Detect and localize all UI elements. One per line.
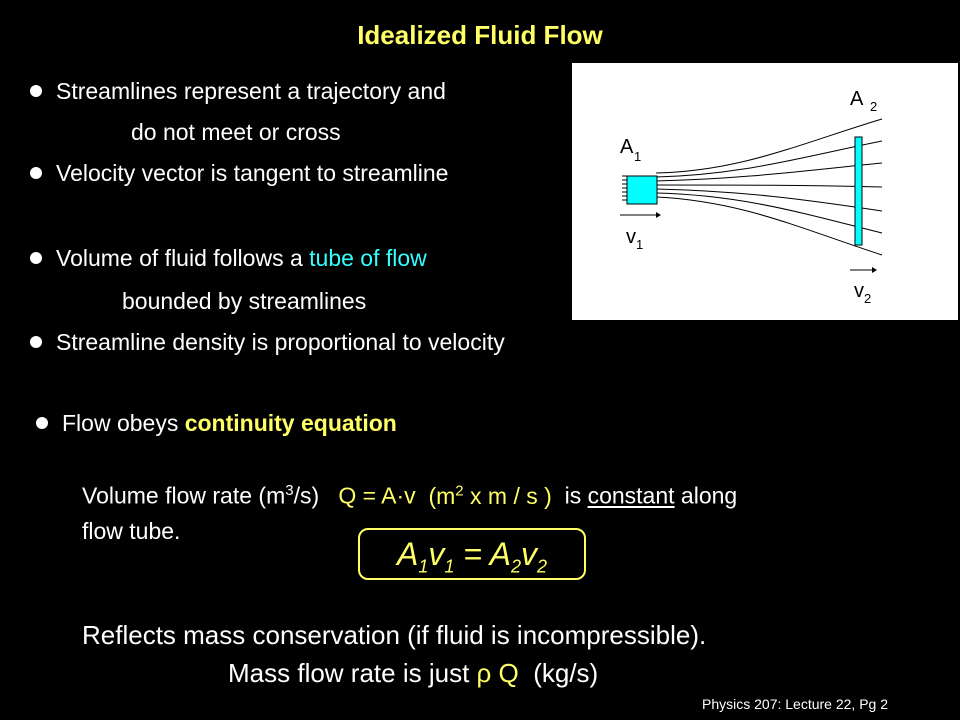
label-v1-sub: 1 [636, 237, 643, 252]
label-v2-sub: 2 [864, 291, 871, 306]
mass-flow-pre: Mass flow rate is just [228, 658, 477, 688]
bullet-volume: Volume of fluid follows a tube of flow [30, 245, 427, 272]
flow-rate-units: (m2 x m / s ) [428, 482, 552, 509]
area-a1 [626, 175, 658, 205]
bullet-dot [30, 84, 42, 97]
constant-underlined: constant [587, 482, 675, 509]
label-a1-sub: 1 [634, 149, 641, 164]
tail-post: along [674, 482, 738, 509]
bullet-dot [30, 251, 42, 264]
mass-conservation-line: Reflects mass conservation (if fluid is … [82, 620, 707, 650]
flow-rate-label: Volume flow rate (m [82, 482, 286, 509]
flow-rate-line: Volume flow rate (m3/s) Q = A·v (m2 x m … [82, 482, 737, 510]
label-a2-letter: A [850, 88, 864, 110]
eq-a2: A [489, 536, 511, 572]
bullet-text: Volume of fluid follows a [56, 245, 310, 271]
eq-s2: 1 [444, 556, 455, 577]
eq-v2: v [521, 536, 537, 572]
flow-tube-figure: A 1 A 2 v 1 v 2 [572, 63, 958, 320]
continuity-highlight: continuity equation [184, 410, 397, 436]
page-title: Idealized Fluid Flow [357, 20, 603, 50]
footer-page-label: Physics 207: Lecture 22, Pg 2 [702, 696, 888, 712]
area-a2 [854, 136, 863, 246]
tube-of-flow-highlight: tube of flow [309, 245, 427, 271]
units-post: x m / s ) [463, 482, 552, 509]
units-pre: (m [428, 482, 456, 509]
bullet-text: Streamline density is proportional to ve… [56, 329, 505, 355]
flow-rate-line2: flow tube. [82, 518, 181, 544]
eq-s1: 1 [418, 556, 429, 577]
eq-equals: = [454, 536, 490, 572]
units-sup: 2 [455, 482, 464, 499]
bullet-dot [36, 416, 48, 429]
flow-rate-equation: Q = A·v [338, 482, 416, 509]
bullet-volume-cont: bounded by streamlines [122, 288, 367, 314]
velocity-arrowhead-2 [872, 267, 877, 273]
mass-flow-post: (kg/s) [518, 658, 599, 688]
continuity-equation-box: A1v1 = A2v2 [358, 528, 586, 580]
eq-v1: v [428, 536, 445, 572]
bullet-streamlines-cont: do not meet or cross [131, 119, 341, 145]
bullet-velocity: Velocity vector is tangent to streamline [30, 160, 448, 187]
flow-rate-label-post: /s) [293, 482, 320, 509]
bullet-dot [30, 335, 42, 348]
bullet-text: Flow obeys [62, 410, 185, 436]
label-a2-sub: 2 [870, 99, 877, 114]
inflow-hatch [622, 175, 630, 201]
label-a1-letter: A [620, 136, 634, 158]
eq-s4: 2 [537, 556, 548, 577]
velocity-arrowhead-1 [656, 212, 661, 218]
bullet-text: Velocity vector is tangent to streamline [56, 160, 449, 186]
flow-tube-diagram: A 1 A 2 v 1 v 2 [620, 88, 883, 306]
eq-a1: A [396, 536, 419, 572]
rho-q: ρ Q [476, 658, 519, 688]
tail-pre: is [564, 482, 588, 509]
bullet-text: Streamlines represent a trajectory and [56, 78, 446, 104]
flow-rate-label-sup: 3 [285, 482, 294, 499]
eq-s3: 2 [510, 556, 521, 577]
label-v1-letter: v [626, 226, 636, 248]
bullet-streamlines: Streamlines represent a trajectory and [30, 78, 446, 105]
bullet-dot [30, 166, 42, 179]
bullet-density: Streamline density is proportional to ve… [30, 329, 505, 356]
streamlines [655, 118, 883, 256]
label-v2-letter: v [854, 280, 864, 302]
bullet-continuity: Flow obeys continuity equation [36, 410, 397, 437]
mass-flow-rate-line: Mass flow rate is just ρ Q (kg/s) [228, 658, 598, 689]
